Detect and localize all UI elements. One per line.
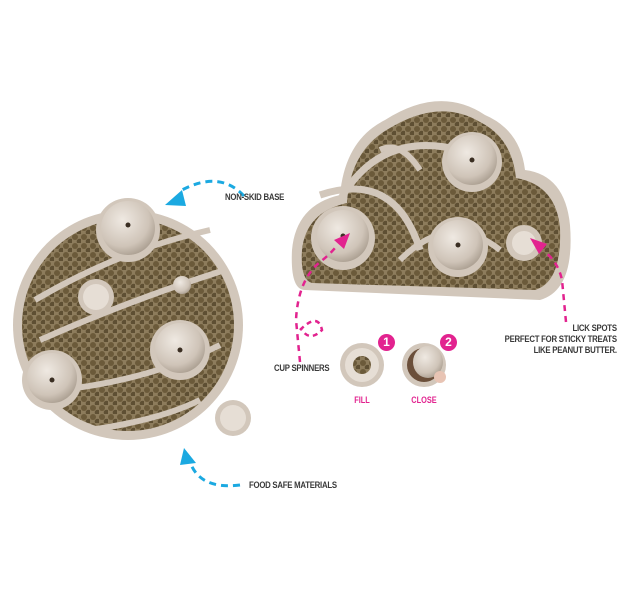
food-safe-materials-label: FOOD SAFE MATERIALS — [249, 480, 337, 491]
step-2-badge: 2 — [440, 334, 457, 351]
lick-spots-callout: LICK SPOTS PERFECT FOR STICKY TREATS LIK… — [480, 323, 617, 356]
pink-arrow-icon — [530, 238, 568, 323]
close-cup — [402, 343, 446, 387]
lick-spots-title: LICK SPOTS — [572, 323, 618, 334]
pink-arrow-icon — [294, 233, 350, 363]
fill-cup — [340, 343, 384, 387]
non-skid-base-label: NON-SKID BASE — [225, 192, 285, 203]
blue-arrow-icon — [165, 179, 246, 206]
cloud-feeder — [291, 101, 571, 301]
round-feeder — [13, 198, 251, 440]
step-1-label: FILL — [354, 395, 370, 405]
step-2-label: CLOSE — [411, 395, 437, 405]
blue-arrow-icon — [180, 448, 241, 488]
step-1-badge: 1 — [378, 334, 395, 351]
lick-spots-line2: PERFECT FOR STICKY TREATS — [504, 334, 617, 345]
cup-spinners-label: CUP SPINNERS — [274, 363, 330, 374]
lick-spots-line3: LIKE PEANUT BUTTER. — [533, 345, 617, 356]
